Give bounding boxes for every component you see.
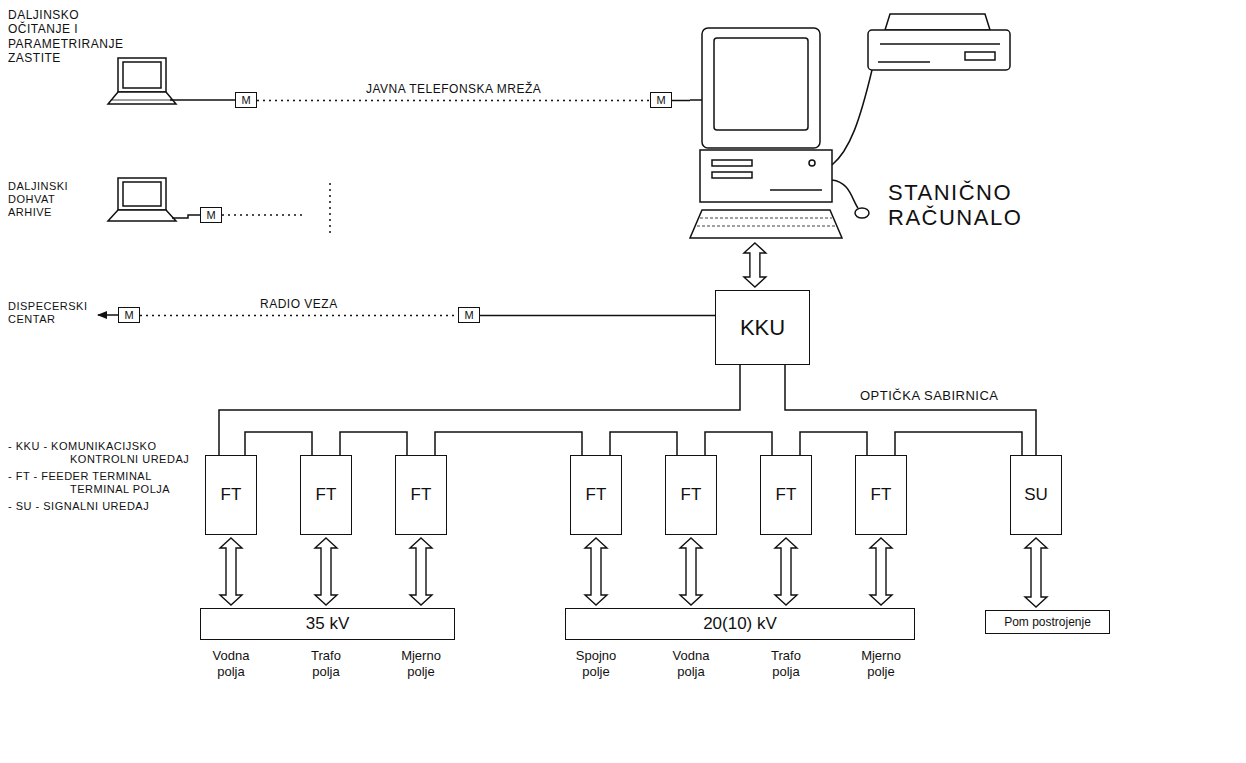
feeder-terminal-box: FT <box>570 455 622 535</box>
double-arrow <box>1025 538 1047 607</box>
bus-line <box>340 432 407 455</box>
bus-label: OPTIČKA SABIRNICA <box>860 388 999 404</box>
node-text: FT <box>681 485 702 505</box>
modem-box: M <box>118 307 140 323</box>
double-arrow <box>744 243 766 287</box>
legend-text: - SU - SIGNALNI UREDAJ <box>8 500 198 513</box>
dotted-link <box>222 214 305 216</box>
voltage-band: 35 kV <box>200 608 455 640</box>
node-text: FT <box>316 485 337 505</box>
node-text: FT <box>586 485 607 505</box>
node-text: FT <box>776 485 797 505</box>
modem-box: M <box>650 92 672 108</box>
bay-label: Trafo polja <box>311 648 341 679</box>
feeder-terminal-box: FT <box>300 455 352 535</box>
double-arrow <box>585 538 607 605</box>
node-text: M <box>656 94 665 106</box>
printer-icon <box>868 14 1010 70</box>
node-text: 20(10) kV <box>703 614 777 634</box>
node-text: M <box>464 309 473 321</box>
bay-label: Mjerno polje <box>401 648 441 679</box>
bus-line <box>435 432 582 455</box>
link-label: RADIO VEZA <box>257 297 341 311</box>
modem-box: M <box>235 92 257 108</box>
note-text: DISPECERSKI CENTAR <box>8 300 94 326</box>
double-arrow <box>315 538 337 605</box>
auxiliary-plant-box: Pom postrojenje <box>985 610 1110 634</box>
link-label: JAVNA TELEFONSKA MREŽA <box>363 82 544 96</box>
feeder-terminal-box: FT <box>665 455 717 535</box>
node-text: Pom postrojenje <box>1004 615 1091 629</box>
computer-icon <box>690 28 872 238</box>
node-text: M <box>241 94 250 106</box>
node-text: SU <box>1024 485 1048 505</box>
double-arrow <box>775 538 797 605</box>
bay-label: Spojno polje <box>576 648 616 679</box>
node-text: KKU <box>740 315 785 341</box>
laptop-icon <box>108 58 235 104</box>
feeder-terminal-box: FT <box>205 455 257 535</box>
node-text: M <box>124 309 133 321</box>
bus-line <box>480 315 715 317</box>
note-text: DALJINSKI DOHVAT ARHIVE <box>8 180 88 220</box>
voltage-band: 20(10) kV <box>565 608 915 640</box>
bus-line <box>895 432 1022 455</box>
bay-label: Vodna polja <box>213 648 250 679</box>
bay-label: Vodna polja <box>673 648 710 679</box>
dotted-link <box>257 100 650 102</box>
signal-unit-box: SU <box>1010 455 1062 535</box>
bus-line <box>219 365 740 455</box>
bus-line <box>705 432 772 455</box>
note-text: DALJINSKO OČITANJE I PARAMETRIRANJE ZAST… <box>8 8 142 66</box>
laptop-icon <box>108 178 200 221</box>
double-arrow <box>220 538 242 605</box>
kku-box: KKU <box>715 290 810 365</box>
double-arrow <box>410 538 432 605</box>
node-text: M <box>206 209 215 221</box>
bus-line <box>785 365 1036 455</box>
legend-text: - KKU - KOMUNIKACIJSKO KONTROLNI UREDAJ <box>8 440 198 466</box>
feeder-terminal-box: FT <box>395 455 447 535</box>
node-text: STANIČNO RAČUNALO <box>888 180 1088 231</box>
node-text: FT <box>411 485 432 505</box>
dotted-link <box>329 183 331 236</box>
bay-label: Trafo polja <box>771 648 801 679</box>
bay-label: Mjerno polje <box>861 648 901 679</box>
dotted-link <box>140 315 458 317</box>
feeder-terminal-box: FT <box>855 455 907 535</box>
bus-line <box>610 432 677 455</box>
node-text: 35 kV <box>306 614 349 634</box>
modem-box: M <box>458 307 480 323</box>
bus-line <box>245 432 312 455</box>
dispatch-arrow <box>98 314 118 316</box>
legend-text: - FT - FEEDER TERMINAL TERMINAL POLJA <box>8 470 198 496</box>
bus-line <box>672 100 690 102</box>
double-arrow <box>870 538 892 605</box>
modem-box: M <box>200 207 222 223</box>
bus-line <box>800 432 867 455</box>
node-text: FT <box>871 485 892 505</box>
node-text: FT <box>221 485 242 505</box>
station-computer: STANIČNO RAČUNALO <box>690 20 1090 240</box>
double-arrow <box>680 538 702 605</box>
feeder-terminal-box: FT <box>760 455 812 535</box>
